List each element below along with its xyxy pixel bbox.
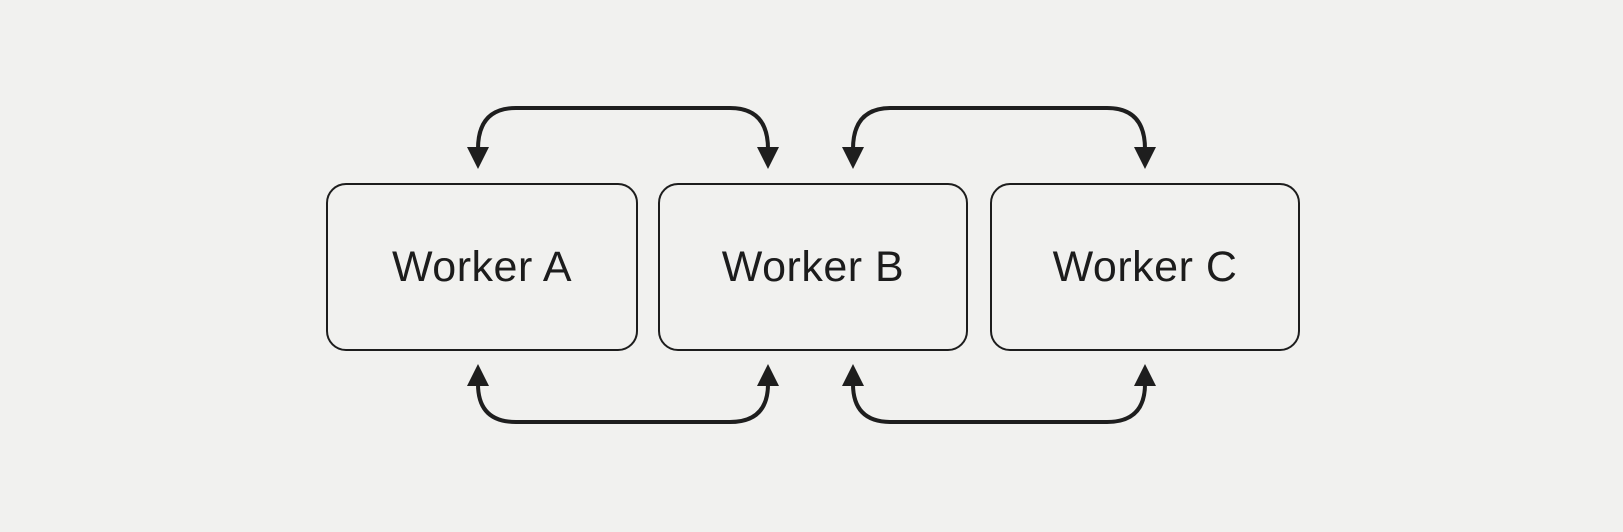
arrowhead-up-icon: [842, 364, 864, 386]
arrowhead-down-icon: [1134, 147, 1156, 169]
arrowhead-down-icon: [842, 147, 864, 169]
node-worker-c-label: Worker C: [1052, 242, 1238, 291]
node-worker-a: Worker A: [326, 183, 638, 351]
node-worker-c: Worker C: [990, 183, 1300, 351]
arrow-top-a-b-line: [476, 106, 770, 150]
arrowhead-down-icon: [757, 147, 779, 169]
arrow-top-b-c: [842, 106, 1156, 169]
arrowhead-up-icon: [757, 364, 779, 386]
arrow-bottom-a-b-line: [476, 383, 770, 424]
arrow-bottom-b-c: [842, 364, 1156, 424]
arrow-top-a-b: [467, 106, 779, 169]
node-worker-b-label: Worker B: [721, 242, 905, 291]
arrowhead-down-icon: [467, 147, 489, 169]
arrowhead-up-icon: [1134, 364, 1156, 386]
arrow-bottom-a-b: [467, 364, 779, 424]
node-worker-a-label: Worker A: [391, 242, 573, 291]
arrow-bottom-b-c-line: [851, 383, 1147, 424]
arrowhead-up-icon: [467, 364, 489, 386]
node-worker-b: Worker B: [658, 183, 968, 351]
arrow-top-b-c-line: [851, 106, 1147, 150]
